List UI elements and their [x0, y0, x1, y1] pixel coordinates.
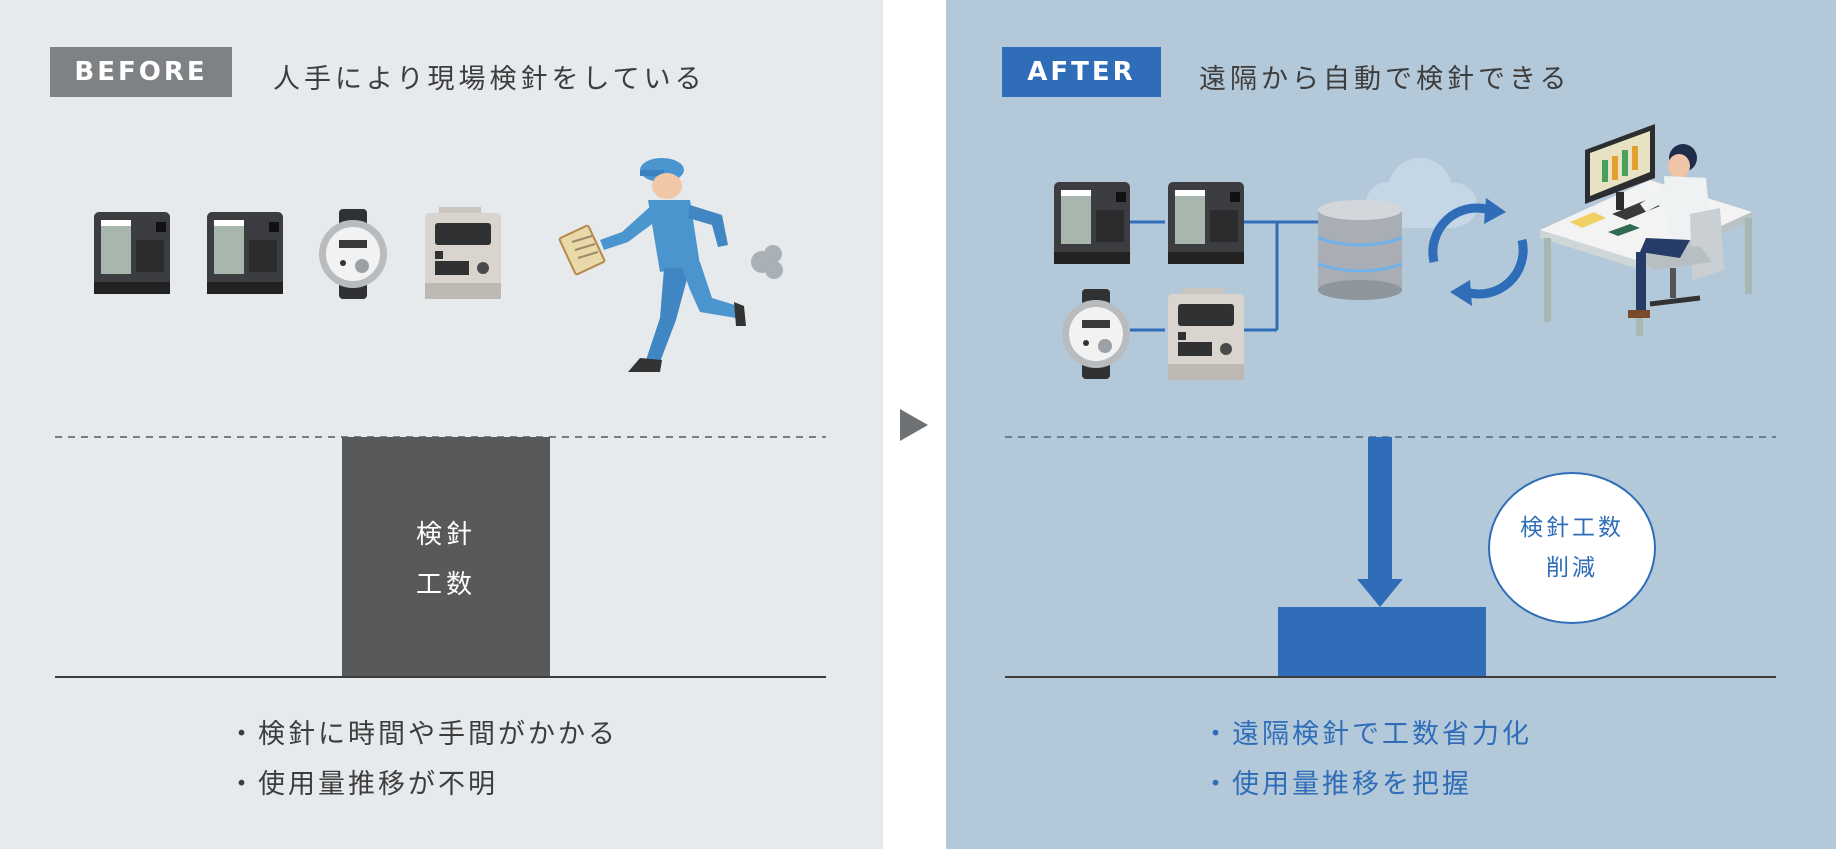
- after-workload-bar: [1278, 607, 1486, 677]
- gas-meter-icon: [1168, 288, 1244, 380]
- transition-arrow-icon: [900, 409, 928, 441]
- electricity-meter-icon: [1168, 182, 1244, 264]
- down-arrow-icon: [1357, 579, 1403, 607]
- electricity-meter-icon: [94, 212, 170, 294]
- before-panel: [0, 0, 883, 849]
- after-headline: 遠隔から自動で検針できる: [1199, 64, 1571, 95]
- database-icon: [1317, 200, 1403, 300]
- bar-label-line1: 検針: [415, 520, 476, 550]
- before-bullets: ・検針に時間や手間がかかる ・使用量推移が不明: [228, 710, 618, 810]
- sync-arrow-head: [1484, 198, 1506, 224]
- list-item: ・使用量推移が不明: [228, 769, 498, 800]
- reduction-arrow-shaft: [1368, 437, 1392, 579]
- water-meter-icon: [1062, 289, 1130, 379]
- after-badge: AFTER: [1002, 47, 1161, 97]
- connection-lines: [1130, 220, 1320, 332]
- reduction-badge: 検針工数 削減: [1488, 472, 1656, 624]
- before-bar-label: 検針 工数: [342, 510, 550, 610]
- gas-meter-icon: [425, 207, 501, 299]
- after-panel: [946, 0, 1836, 849]
- before-workload-bar: [342, 437, 550, 677]
- bar-label-line2: 工数: [415, 570, 476, 600]
- sync-arrows-icon: [1428, 203, 1528, 299]
- electricity-meter-icon: [207, 212, 283, 294]
- after-bullets: ・遠隔検針で工数省力化 ・使用量推移を把握: [1202, 710, 1532, 810]
- running-worker-icon: [558, 158, 783, 372]
- before-headline: 人手により現場検針をしている: [273, 64, 706, 95]
- sync-arrow-head: [1450, 280, 1472, 306]
- reduction-label-line1: 検針工数: [1520, 515, 1624, 541]
- list-item: ・検針に時間や手間がかかる: [228, 719, 618, 750]
- office-worker-computer-icon: [1540, 124, 1752, 336]
- before-badge: BEFORE: [50, 47, 232, 97]
- water-meter-icon: [319, 209, 387, 299]
- list-item: ・遠隔検針で工数省力化: [1202, 719, 1532, 750]
- reduction-label-line2: 削減: [1546, 555, 1598, 581]
- electricity-meter-icon: [1054, 182, 1130, 264]
- list-item: ・使用量推移を把握: [1202, 769, 1472, 800]
